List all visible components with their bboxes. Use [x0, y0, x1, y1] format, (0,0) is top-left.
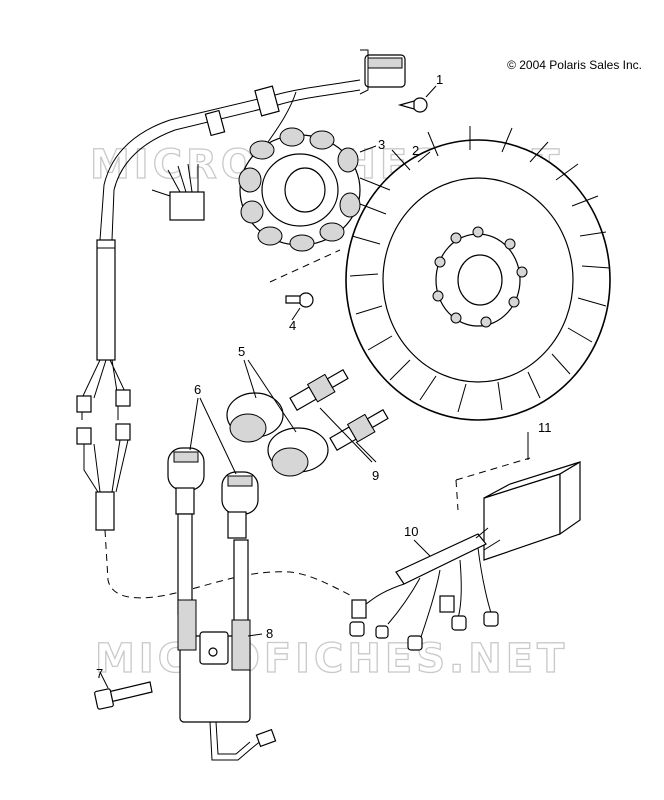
harness-plug [151, 163, 205, 221]
callout-6: 6 [194, 382, 201, 397]
main-wire-harness [76, 79, 361, 599]
callout-labels: 1 2 3 4 5 6 7 8 9 10 11 [96, 72, 552, 681]
part-4-screw [269, 249, 341, 321]
stator-connector [359, 49, 406, 95]
callout-8: 8 [266, 626, 273, 641]
callout-3: 3 [378, 137, 385, 152]
part-1-screw [397, 85, 437, 113]
copyright-notice: © 2004 Polaris Sales Inc. [507, 58, 642, 72]
callout-5: 5 [238, 344, 245, 359]
part-8-ignition-coil [177, 599, 277, 761]
part-3-stator [238, 91, 377, 252]
callout-7: 7 [96, 666, 103, 681]
callout-11: 11 [538, 420, 552, 435]
part-6-plug-caps [167, 397, 259, 539]
ignition-leads [177, 513, 249, 631]
part-2-flywheel [345, 126, 611, 421]
callout-2: 2 [412, 143, 419, 158]
callout-4: 4 [289, 318, 296, 333]
callout-1: 1 [436, 72, 443, 87]
part-11-cdi-module [455, 432, 581, 561]
part-7-bolt [94, 671, 153, 710]
callout-9: 9 [372, 468, 379, 483]
part-5-plug-cups [226, 359, 329, 477]
part-10-cdi-harness [349, 527, 501, 651]
watermark-bottom: MICROFICHES.NET [95, 636, 568, 682]
part-9-spark-plugs [289, 368, 389, 463]
callout-10: 10 [404, 524, 418, 539]
